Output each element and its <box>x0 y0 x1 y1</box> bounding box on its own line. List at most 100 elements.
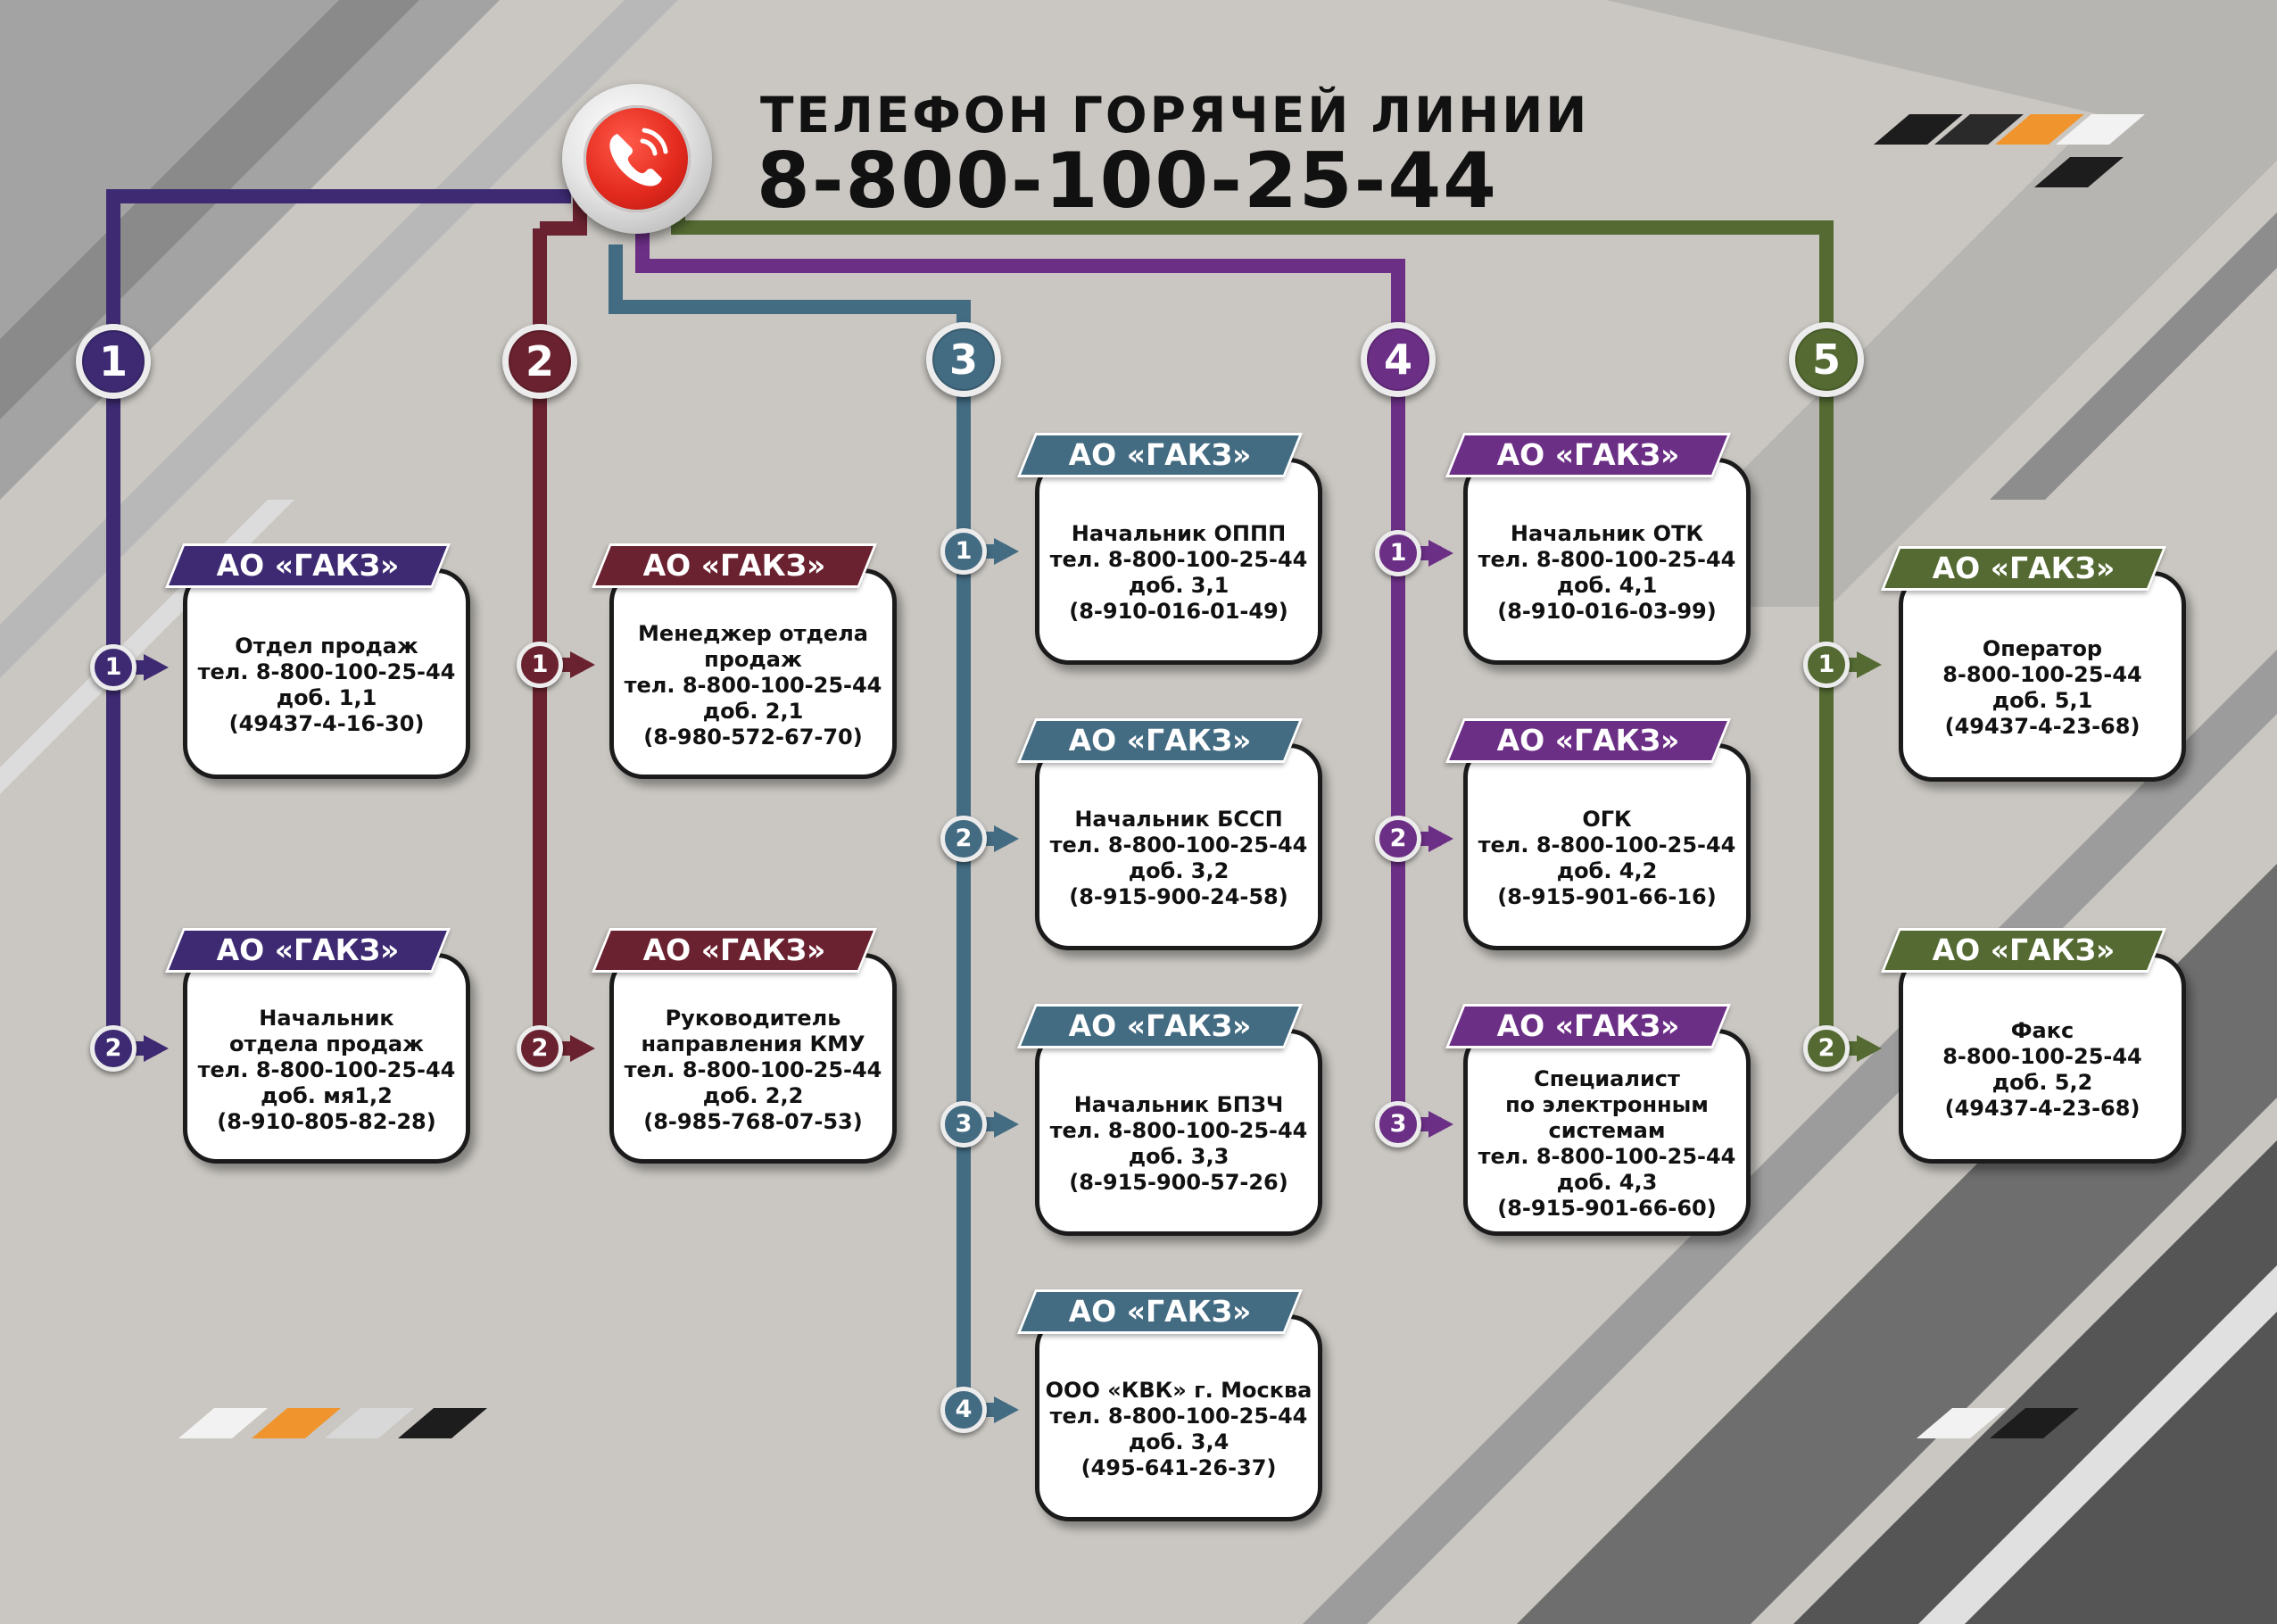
item-badge-1-2: 2 <box>90 1025 137 1072</box>
contact-line: тел. 8-800-100-25-44 <box>624 1056 882 1082</box>
contact-title: ООО «КВК» г. Москва <box>1045 1378 1312 1403</box>
hotline-phone[interactable]: 8-800-100-25-44 <box>757 137 1499 226</box>
branch-badge-1: 1 <box>76 324 151 399</box>
contact-line: тел. 8-800-100-25-44 <box>624 672 882 698</box>
item-pointer-arrow <box>570 651 595 678</box>
contact-line: доб. 4,2 <box>1556 858 1658 883</box>
contact-line: тел. 8-800-100-25-44 <box>1049 1404 1308 1429</box>
contact-line: тел. 8-800-100-25-44 <box>197 659 456 684</box>
contact-line: тел. 8-800-100-25-44 <box>197 1056 456 1082</box>
item-pointer-arrow <box>994 825 1019 852</box>
item-badge-3-3: 3 <box>940 1101 987 1148</box>
branch-badge-3: 3 <box>926 322 1001 397</box>
item-pointer-arrow <box>994 1111 1019 1138</box>
contact-line: доб. 3,4 <box>1128 1429 1230 1454</box>
phone-hub <box>562 84 712 234</box>
contact-line: доб. 5,2 <box>1991 1070 2093 1095</box>
contact-title: Оператор <box>1982 636 2103 661</box>
item-badge-3-4: 4 <box>940 1387 987 1433</box>
contact-line: тел. 8-800-100-25-44 <box>1049 833 1308 858</box>
branch-badge-4: 4 <box>1361 322 1436 397</box>
contact-line: 8-800-100-25-44 <box>1942 662 2142 687</box>
contact-line: (49437-4-23-68) <box>1944 714 2140 739</box>
contact-line: тел. 8-800-100-25-44 <box>1478 833 1736 858</box>
contact-line: доб. 2,1 <box>702 698 804 724</box>
hotline-title: ТЕЛЕФОН ГОРЯЧЕЙ ЛИНИИ <box>760 87 1590 144</box>
contact-line: (49437-4-23-68) <box>1944 1096 2140 1121</box>
contact-title: Начальник ОППП <box>1071 521 1287 546</box>
contact-line: тел. 8-800-100-25-44 <box>1478 1144 1736 1169</box>
contact-line: (8-915-900-24-58) <box>1069 884 1288 909</box>
contact-line: по электронным <box>1505 1092 1709 1117</box>
contact-line: (49437-4-16-30) <box>228 711 425 736</box>
contact-title: Специалист <box>1534 1066 1680 1091</box>
branch-badge-5: 5 <box>1789 322 1864 397</box>
item-pointer-arrow <box>1857 651 1882 678</box>
contact-line: доб. мя1,2 <box>261 1082 393 1108</box>
contact-line: (8-910-805-82-28) <box>217 1108 436 1134</box>
contact-title: Начальник <box>259 1005 394 1031</box>
contact-line: (8-915-901-66-60) <box>1497 1196 1717 1221</box>
org-name: АО «ГАКЗ» <box>642 548 826 583</box>
contact-title: Начальник БПЗЧ <box>1073 1092 1284 1117</box>
contact-line: доб. 4,1 <box>1556 573 1658 598</box>
item-badge-2-2: 2 <box>517 1025 563 1072</box>
org-name: АО «ГАКЗ» <box>1496 1008 1680 1043</box>
org-name: АО «ГАКЗ» <box>1932 932 2116 967</box>
item-badge-3-1: 1 <box>940 528 987 575</box>
org-name: АО «ГАКЗ» <box>216 548 400 583</box>
contact-line: (8-915-900-57-26) <box>1069 1170 1288 1195</box>
contact-title: Факс <box>2010 1018 2074 1043</box>
phone-ringing-icon <box>584 105 691 212</box>
org-name: АО «ГАКЗ» <box>1068 1008 1252 1043</box>
contact-title: Начальник БССП <box>1074 807 1283 832</box>
contact-line: отдела продаж <box>229 1031 424 1056</box>
contact-line: тел. 8-800-100-25-44 <box>1049 547 1308 572</box>
item-pointer-arrow <box>144 654 169 681</box>
contact-line: системам <box>1548 1118 1666 1143</box>
org-name: АО «ГАКЗ» <box>1068 723 1252 758</box>
item-pointer-arrow <box>994 1396 1019 1423</box>
item-pointer-arrow <box>1428 540 1453 567</box>
item-pointer-arrow <box>144 1035 169 1062</box>
item-badge-4-2: 2 <box>1375 816 1421 862</box>
item-badge-1-1: 1 <box>90 644 137 691</box>
contact-line: доб. 3,2 <box>1128 858 1230 883</box>
contact-line: доб. 1,1 <box>276 685 377 710</box>
contact-line: доб. 4,3 <box>1556 1170 1658 1195</box>
item-badge-4-1: 1 <box>1375 530 1421 576</box>
item-badge-4-3: 3 <box>1375 1101 1421 1148</box>
contact-line: 8-800-100-25-44 <box>1942 1044 2142 1069</box>
contact-line: направления КМУ <box>641 1031 865 1056</box>
org-name: АО «ГАКЗ» <box>1932 551 2116 585</box>
contact-line: тел. 8-800-100-25-44 <box>1478 547 1736 572</box>
contact-line: (8-915-901-66-16) <box>1497 884 1717 909</box>
contact-title: ОГК <box>1582 807 1632 832</box>
item-pointer-arrow <box>570 1035 595 1062</box>
item-pointer-arrow <box>1428 1111 1453 1138</box>
org-name: АО «ГАКЗ» <box>1496 723 1680 758</box>
org-name: АО «ГАКЗ» <box>642 932 826 967</box>
contact-line: (495-641-26-37) <box>1081 1455 1277 1480</box>
org-name: АО «ГАКЗ» <box>1068 437 1252 472</box>
item-pointer-arrow <box>1428 825 1453 852</box>
contact-line: доб. 3,1 <box>1128 573 1230 598</box>
contact-line: (8-910-016-01-49) <box>1069 599 1288 624</box>
contact-line: доб. 5,1 <box>1991 688 2093 713</box>
item-badge-5-1: 1 <box>1803 642 1850 688</box>
item-badge-2-1: 1 <box>517 642 563 688</box>
item-pointer-arrow <box>1857 1035 1882 1062</box>
contact-line: продаж <box>704 646 802 672</box>
